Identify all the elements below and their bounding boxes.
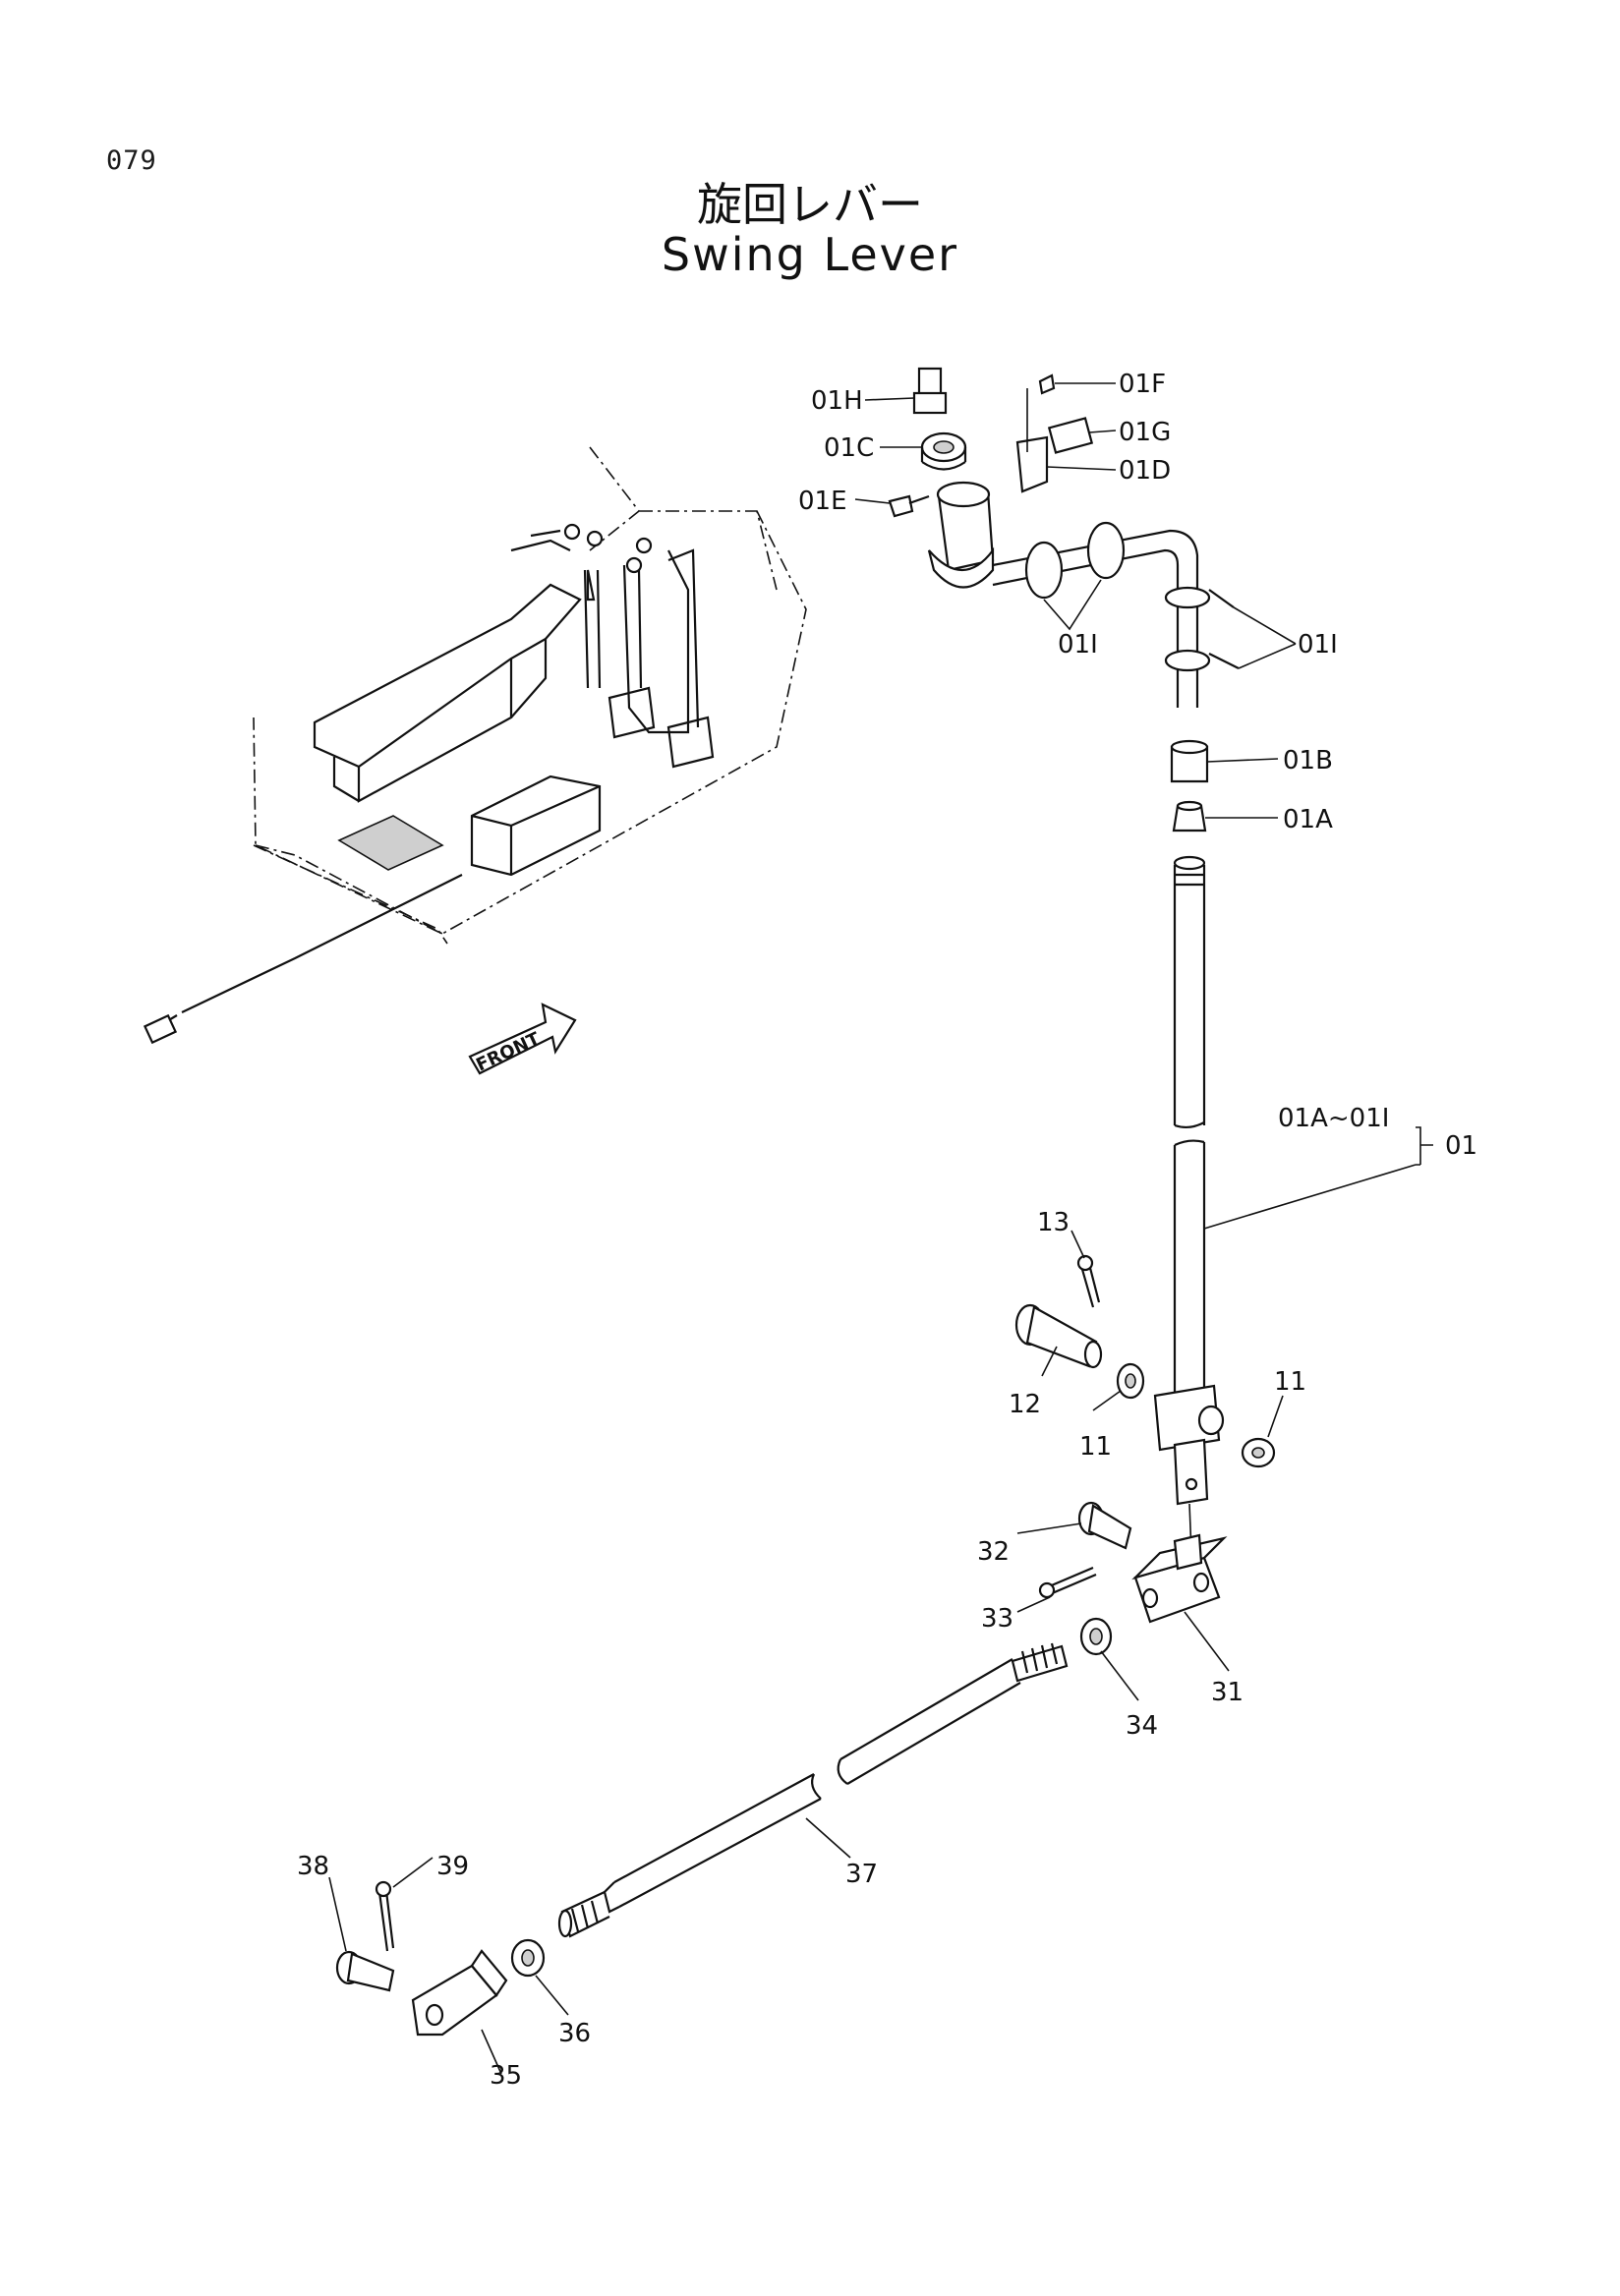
part-13 — [1079, 1263, 1101, 1308]
lever-head-parts — [888, 367, 1240, 708]
callout-01I-right: 01I — [1298, 630, 1338, 660]
rod-37 — [557, 1642, 1069, 1938]
rod-end-parts — [1038, 1501, 1228, 1656]
callout-31: 31 — [1211, 1678, 1244, 1707]
part-01E — [888, 494, 914, 518]
callout-01B: 01B — [1283, 746, 1333, 775]
front-label: FRONT — [473, 1028, 544, 1075]
callout-12: 12 — [1009, 1390, 1041, 1419]
callout-01C: 01C — [824, 433, 874, 463]
pivot-parts — [1014, 1254, 1276, 1468]
callout-13: 13 — [1037, 1208, 1070, 1237]
callout-labels: 01H 01F 01C 01G 01D 01E 01I 01I 01B 01A … — [297, 370, 1477, 2091]
callout-01A: 01A — [1283, 805, 1333, 834]
part-01H — [917, 367, 943, 398]
callout-01E: 01E — [798, 487, 847, 516]
title-japanese: 旋回レバー — [697, 178, 923, 231]
part-01F — [1038, 373, 1056, 395]
part-01I-clamp — [1024, 541, 1064, 600]
machine-overview: FRONT — [143, 446, 807, 1076]
callout-11-left: 11 — [1079, 1432, 1112, 1462]
part-39 — [377, 1890, 395, 1952]
page-number: 079 — [106, 145, 157, 176]
callout-01F: 01F — [1119, 370, 1166, 399]
callout-01H: 01H — [811, 386, 863, 416]
title-english: Swing Lever — [661, 228, 959, 281]
callout-39: 39 — [436, 1852, 469, 1881]
lever-shaft — [1153, 739, 1225, 1554]
lower-rod-end-parts — [335, 1880, 546, 2037]
callout-01I-left: 01I — [1058, 630, 1098, 660]
part-33 — [1046, 1566, 1097, 1596]
callout-01: 01 — [1445, 1131, 1477, 1161]
callout-33: 33 — [981, 1604, 1013, 1634]
callout-34: 34 — [1126, 1711, 1158, 1741]
callout-36: 36 — [558, 2019, 591, 2048]
callout-01D: 01D — [1119, 456, 1171, 486]
callout-01A-01I: 01A~01I — [1278, 1104, 1389, 1133]
callout-01G: 01G — [1119, 418, 1171, 447]
callout-37: 37 — [845, 1860, 878, 1889]
callout-35: 35 — [490, 2061, 522, 2091]
leader-lines — [328, 382, 1433, 2075]
callout-11-right: 11 — [1274, 1367, 1306, 1397]
callout-32: 32 — [977, 1537, 1010, 1567]
part-01D — [1015, 435, 1049, 493]
part-01G — [1047, 417, 1094, 454]
callout-38: 38 — [297, 1852, 329, 1881]
